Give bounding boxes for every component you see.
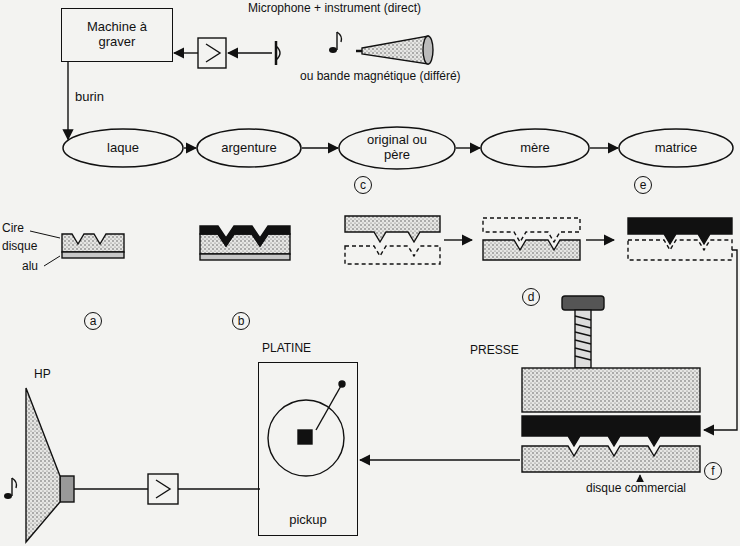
leader-line: [30, 231, 60, 238]
stamper-section: [628, 218, 732, 260]
stage-ellipse: matrice: [618, 128, 734, 168]
part-label: pickup: [258, 513, 358, 528]
amplifier-symbol: [156, 480, 170, 498]
node-text: matrice: [655, 141, 698, 156]
flow-arrow: [184, 147, 196, 148]
microphone: [276, 46, 280, 60]
node-text: laque: [107, 141, 139, 156]
stage-ellipse: original ou père: [338, 126, 456, 170]
callout-letter: a: [84, 312, 102, 330]
lacquer-section: [62, 234, 124, 258]
part-label: HP: [34, 368, 51, 382]
node-text: argenture: [221, 141, 277, 156]
flow-line: [704, 250, 737, 430]
node-text: Machine à graver: [68, 20, 166, 50]
edge-label: burin: [74, 90, 105, 105]
part-label: Cire: [2, 222, 24, 236]
node-text: original ou père: [353, 133, 441, 163]
press: [522, 296, 700, 480]
turntable: [268, 381, 345, 476]
part-label: alu: [22, 260, 38, 274]
flow-line: [360, 459, 520, 460]
stage-ellipse: laque: [62, 128, 184, 168]
turntable-box: PLATINE pickup: [258, 340, 358, 536]
amplifier-symbol: [206, 44, 220, 62]
wire: [178, 488, 260, 489]
top-note: Microphone + instrument (direct): [248, 2, 421, 16]
wire: [74, 488, 148, 489]
callout-letter: e: [634, 176, 652, 194]
callout-letter: b: [232, 312, 250, 330]
stage-ellipse: argenture: [196, 128, 302, 168]
father-section: [345, 216, 472, 264]
wire: [228, 52, 272, 53]
amplifier: [198, 38, 226, 68]
process-box: Machine à graver: [61, 8, 173, 62]
callout-letter: d: [522, 288, 540, 306]
part-label: disque commercial: [586, 482, 686, 496]
callout-letter: f: [704, 462, 722, 480]
leader-line: [44, 256, 60, 266]
part-label: disque: [2, 240, 37, 254]
node-text: mère: [520, 141, 550, 156]
horn-instrument: [356, 36, 433, 64]
music-note: [329, 32, 342, 53]
microphone: [275, 41, 278, 65]
source-note: ou bande magnétique (différé): [300, 70, 461, 84]
flow-arrow: [456, 147, 480, 148]
flow-arrow: [67, 62, 68, 139]
flow-arrow: [590, 147, 618, 148]
amplifier: [148, 474, 178, 504]
wire: [174, 52, 198, 53]
turntable-outline: [258, 362, 358, 536]
mother-section: [483, 218, 614, 260]
callout-letter: c: [354, 176, 372, 194]
silvered-section: [200, 226, 290, 260]
loudspeaker: [26, 388, 74, 542]
music-note: [4, 478, 17, 499]
flow-arrow: [302, 147, 338, 148]
stage-ellipse: mère: [480, 128, 590, 168]
part-label: PRESSE: [470, 344, 519, 358]
box-heading: PLATINE: [262, 342, 311, 356]
